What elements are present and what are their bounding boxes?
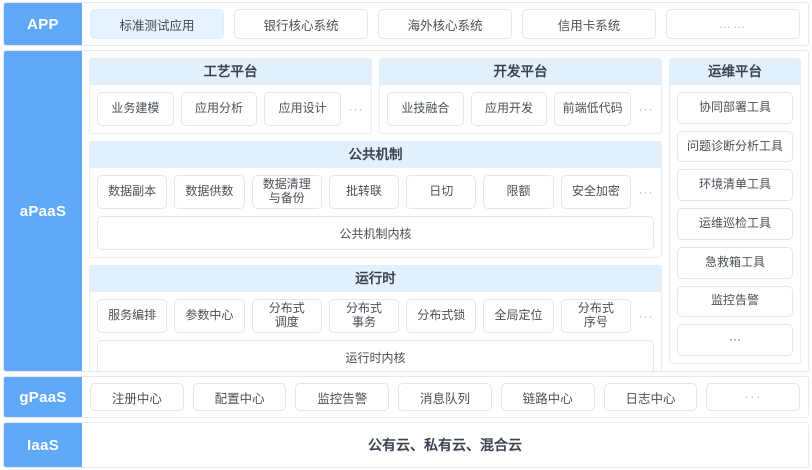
ops-item-monitoring-alarm[interactable]: 监控告警	[677, 285, 793, 318]
craft-platform-items: 业务建模 应用分析 应用设计 ···	[97, 91, 364, 126]
ops-item-problem-diagnosis-tool[interactable]: 问题诊断分析工具	[677, 130, 793, 163]
card-common-mechanism: 公共机制 数据副本 数据供数 数据清理 与备份 批转联 日切 限额 安全加密 ·…	[89, 140, 662, 258]
runtime-item-parameter-center[interactable]: 参数中心	[174, 298, 245, 333]
common-item-day-cut[interactable]: 日切	[406, 174, 477, 209]
runtime-item-distributed-lock[interactable]: 分布式锁	[406, 298, 477, 333]
gpaas-items-container: 注册中心 配置中心 监控告警 消息队列 链路中心 日志中心 ···	[82, 377, 808, 417]
ops-item-ops-inspection-tool[interactable]: 运维巡检工具	[677, 208, 793, 240]
card-title-craft-platform: 工艺平台	[90, 59, 371, 85]
card-body-common-mechanism: 数据副本 数据供数 数据清理 与备份 批转联 日切 限额 安全加密 ··· 公共…	[90, 168, 661, 257]
card-runtime: 运行时 服务编排 参数中心 分布式 调度 分布式 事务 分布式锁 全局定位 分布…	[89, 264, 662, 371]
craft-item-business-modeling[interactable]: 业务建模	[97, 91, 174, 126]
dev-platform-items: 业技融合 应用开发 前端低代码 ···	[387, 91, 654, 126]
card-body-craft-platform: 业务建模 应用分析 应用设计 ···	[90, 85, 371, 133]
card-body-runtime: 服务编排 参数中心 分布式 调度 分布式 事务 分布式锁 全局定位 分布式 序号…	[90, 292, 661, 371]
card-body-dev-platform: 业技融合 应用开发 前端低代码 ···	[380, 85, 661, 133]
layer-row-iaas: IaaS 公有云、私有云、混合云	[3, 422, 809, 468]
common-more-icon[interactable]: ···	[638, 184, 654, 199]
runtime-more-icon[interactable]: ···	[638, 308, 654, 323]
iaas-content: 公有云、私有云、混合云	[82, 423, 808, 467]
common-item-data-replica[interactable]: 数据副本	[97, 174, 168, 209]
runtime-item-distributed-scheduling[interactable]: 分布式 调度	[251, 298, 322, 333]
layer-label-app: APP	[4, 3, 82, 45]
common-item-data-supply[interactable]: 数据供数	[174, 174, 245, 209]
app-item-credit-card[interactable]: 信用卡系统	[522, 9, 656, 39]
gpaas-item-log-center[interactable]: 日志中心	[603, 383, 698, 411]
runtime-item-distributed-sequence[interactable]: 分布式 序号	[560, 298, 631, 333]
common-mechanism-items: 数据副本 数据供数 数据清理 与备份 批转联 日切 限额 安全加密 ···	[97, 174, 654, 209]
card-title-common-mechanism: 公共机制	[90, 141, 661, 168]
common-item-security-encryption[interactable]: 安全加密	[560, 174, 631, 209]
runtime-items: 服务编排 参数中心 分布式 调度 分布式 事务 分布式锁 全局定位 分布式 序号…	[97, 298, 654, 333]
card-body-ops-platform: 协同部署工具 问题诊断分析工具 环境清单工具 运维巡检工具 急救箱工具 监控告警…	[670, 85, 800, 363]
common-item-batch-transfer[interactable]: 批转联	[328, 174, 400, 209]
dev-item-app-development[interactable]: 应用开发	[470, 91, 548, 126]
craft-more-icon[interactable]: ···	[348, 101, 364, 116]
ops-item-more[interactable]: ···	[677, 324, 793, 356]
gpaas-item-registry-center[interactable]: 注册中心	[90, 383, 184, 411]
card-title-ops-platform: 运维平台	[670, 59, 800, 85]
iaas-cloud-types: 公有云、私有云、混合云	[368, 437, 522, 453]
apaas-right-column: 运维平台 协同部署工具 问题诊断分析工具 环境清单工具 运维巡检工具 急救箱工具…	[669, 58, 801, 364]
layer-label-apaas: aPaaS	[4, 51, 82, 371]
gpaas-item-monitoring-alarm[interactable]: 监控告警	[295, 383, 390, 411]
gpaas-item-message-queue[interactable]: 消息队列	[398, 383, 492, 411]
layer-row-app: APP 标准测试应用 银行核心系统 海外核心系统 信用卡系统 ……	[3, 2, 809, 46]
craft-item-app-analysis[interactable]: 应用分析	[180, 91, 258, 126]
layer-row-apaas: aPaaS 工艺平台 业务建模 应用分析 应用设计 ···	[3, 50, 809, 372]
runtime-item-distributed-transaction[interactable]: 分布式 事务	[328, 298, 400, 333]
gpaas-item-trace-center[interactable]: 链路中心	[500, 383, 595, 411]
runtime-item-service-orchestration[interactable]: 服务编排	[97, 298, 168, 333]
common-item-quota[interactable]: 限额	[483, 174, 554, 209]
card-dev-platform: 开发平台 业技融合 应用开发 前端低代码 ···	[379, 58, 662, 134]
app-item-overseas-core[interactable]: 海外核心系统	[378, 9, 512, 39]
apaas-top-platforms: 工艺平台 业务建模 应用分析 应用设计 ··· 开发平台	[89, 58, 662, 134]
card-title-dev-platform: 开发平台	[380, 59, 661, 85]
app-item-standard-test[interactable]: 标准测试应用	[90, 9, 224, 39]
dev-item-frontend-lowcode[interactable]: 前端低代码	[554, 91, 632, 126]
gpaas-item-more[interactable]: ···	[706, 383, 801, 411]
common-item-data-cleanup-backup[interactable]: 数据清理 与备份	[251, 174, 322, 209]
runtime-item-global-positioning[interactable]: 全局定位	[483, 298, 554, 333]
layer-row-gpaas: gPaaS 注册中心 配置中心 监控告警 消息队列 链路中心 日志中心 ···	[3, 376, 809, 418]
gpaas-item-config-center[interactable]: 配置中心	[192, 383, 287, 411]
dev-more-icon[interactable]: ···	[638, 101, 654, 116]
app-items-container: 标准测试应用 银行核心系统 海外核心系统 信用卡系统 ……	[82, 3, 808, 45]
common-mechanism-kernel[interactable]: 公共机制内核	[97, 215, 654, 250]
layer-label-iaas: IaaS	[4, 423, 82, 467]
layer-label-gpaas: gPaaS	[4, 377, 82, 417]
card-title-runtime: 运行时	[90, 265, 661, 292]
dev-item-business-tech-fusion[interactable]: 业技融合	[387, 91, 464, 126]
craft-item-app-design[interactable]: 应用设计	[264, 91, 342, 126]
apaas-left-column: 工艺平台 业务建模 应用分析 应用设计 ··· 开发平台	[89, 58, 662, 371]
ops-item-collaborative-deploy-tool[interactable]: 协同部署工具	[677, 91, 793, 124]
card-ops-platform: 运维平台 协同部署工具 问题诊断分析工具 环境清单工具 运维巡检工具 急救箱工具…	[669, 58, 801, 364]
card-craft-platform: 工艺平台 业务建模 应用分析 应用设计 ···	[89, 58, 372, 134]
apaas-content: 工艺平台 业务建模 应用分析 应用设计 ··· 开发平台	[82, 51, 808, 371]
ops-item-environment-inventory-tool[interactable]: 环境清单工具	[677, 169, 793, 202]
app-item-more[interactable]: ……	[666, 9, 800, 39]
app-item-bank-core[interactable]: 银行核心系统	[234, 9, 368, 39]
runtime-kernel[interactable]: 运行时内核	[97, 339, 654, 371]
ops-item-first-aid-kit-tool[interactable]: 急救箱工具	[677, 246, 793, 279]
